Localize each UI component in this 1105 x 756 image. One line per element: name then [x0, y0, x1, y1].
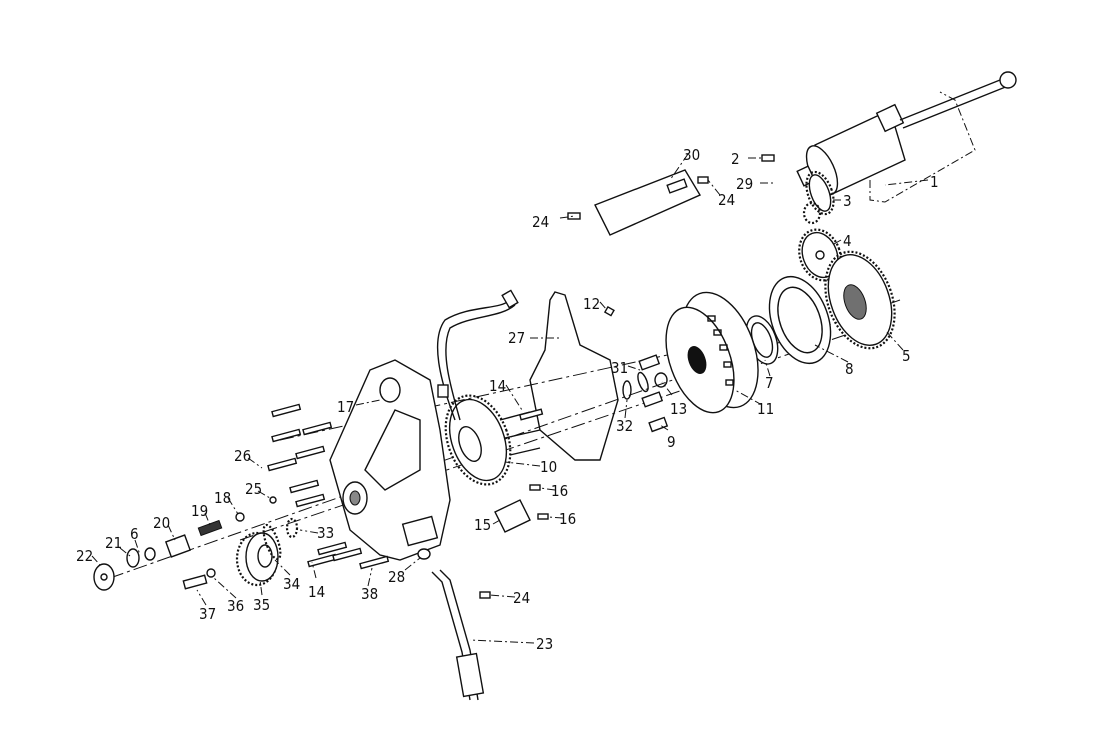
- callout-13: 13: [670, 400, 687, 418]
- crankcase-cover: [329, 359, 451, 561]
- sensor-bracket: [494, 484, 549, 533]
- callout-24b: 24: [718, 191, 735, 209]
- callout-12: 12: [583, 295, 600, 313]
- callout-20: 20: [153, 514, 170, 532]
- callout-2: 2: [731, 150, 740, 168]
- callout-5: 5: [902, 347, 911, 365]
- callout-16a: 16: [551, 482, 568, 500]
- pickup-sensor: [417, 548, 491, 701]
- callout-24c: 24: [513, 589, 530, 607]
- callout-9: 9: [667, 433, 676, 451]
- callout-24a: 24: [532, 213, 549, 231]
- callout-labels: 1 2 3 4 5 6 7 8 9 10 11 12 13 14 14 15 1…: [76, 146, 939, 653]
- callout-17: 17: [337, 398, 354, 416]
- callout-6: 6: [130, 525, 139, 543]
- callout-11: 11: [757, 400, 774, 418]
- cover-bolts: [267, 403, 544, 570]
- callout-18: 18: [214, 489, 231, 507]
- callout-3: 3: [843, 192, 852, 210]
- callout-29: 29: [736, 175, 753, 193]
- callout-1: 1: [930, 173, 939, 191]
- small-parts-center: [603, 305, 669, 433]
- callout-8: 8: [845, 360, 854, 378]
- cover-plate: [567, 154, 775, 236]
- callout-38: 38: [361, 585, 378, 603]
- starter-gears: [798, 170, 896, 350]
- stator-and-harness: [436, 289, 541, 486]
- callout-19: 19: [191, 502, 208, 520]
- callout-26: 26: [234, 447, 251, 465]
- callout-7: 7: [765, 374, 774, 392]
- callout-31: 31: [611, 359, 628, 377]
- callout-27: 27: [508, 329, 525, 347]
- cover-gasket: [529, 291, 619, 461]
- flywheel-rotor: [665, 291, 759, 414]
- callout-16b: 16: [559, 510, 576, 528]
- callout-14a: 14: [489, 377, 506, 395]
- callout-32: 32: [616, 417, 633, 435]
- callout-33: 33: [317, 524, 334, 542]
- callout-14b: 14: [308, 583, 325, 601]
- callout-15: 15: [474, 516, 491, 534]
- pulley-assembly: [93, 496, 299, 591]
- callout-4: 4: [843, 232, 852, 250]
- callout-30: 30: [683, 146, 700, 164]
- callout-35: 35: [253, 596, 270, 614]
- callout-37: 37: [199, 605, 216, 623]
- callout-28: 28: [388, 568, 405, 586]
- leader-lines: [91, 153, 929, 644]
- callout-34: 34: [283, 575, 300, 593]
- callout-22: 22: [76, 547, 93, 565]
- starter-clutch: [745, 275, 832, 365]
- callout-25: 25: [245, 480, 262, 498]
- starter-motor: [796, 71, 1017, 203]
- callout-36: 36: [227, 597, 244, 615]
- callout-10: 10: [540, 458, 557, 476]
- callout-21: 21: [105, 534, 122, 552]
- callout-23: 23: [536, 635, 553, 653]
